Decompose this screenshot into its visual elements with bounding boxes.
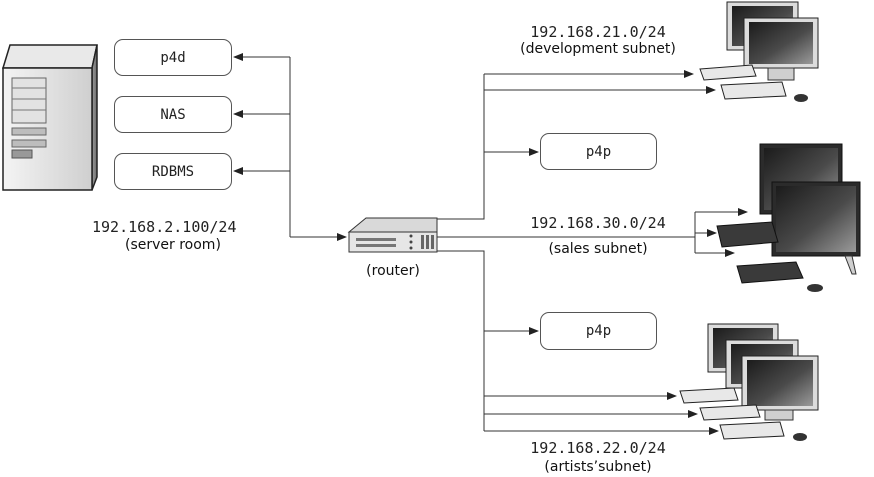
development-cidr-label: 192.168.21.0/24	[530, 23, 666, 41]
proxy-label: p4p	[585, 323, 612, 339]
service-label: NAS	[160, 106, 186, 123]
artists-cidr-label: 192.168.22.0/24	[530, 439, 666, 457]
server-ip-label: 192.168.2.100/24	[92, 218, 237, 236]
proxy-label: p4p	[585, 143, 612, 160]
artists-bus-line	[437, 250, 485, 431]
dev-bus-line	[437, 74, 485, 220]
proxy-box-development: p4p	[540, 133, 657, 170]
development-subnet-label: (development subnet)	[520, 41, 676, 57]
sales-cidr-label: 192.168.30.0/24	[530, 214, 666, 232]
service-box-p4d: p4d	[114, 39, 232, 76]
service-label: RDBMS	[151, 163, 195, 180]
service-box-rdbms: RDBMS	[114, 153, 232, 190]
router-label: (router)	[366, 263, 420, 279]
server-room-label: (server room)	[125, 237, 221, 253]
service-box-nas: NAS	[114, 96, 232, 133]
service-label: p4d	[160, 49, 186, 66]
artists-subnet-label: (artists’subnet)	[544, 459, 652, 475]
sales-subnet-label: (sales subnet)	[548, 241, 648, 257]
proxy-box-artists: p4p	[540, 312, 657, 350]
